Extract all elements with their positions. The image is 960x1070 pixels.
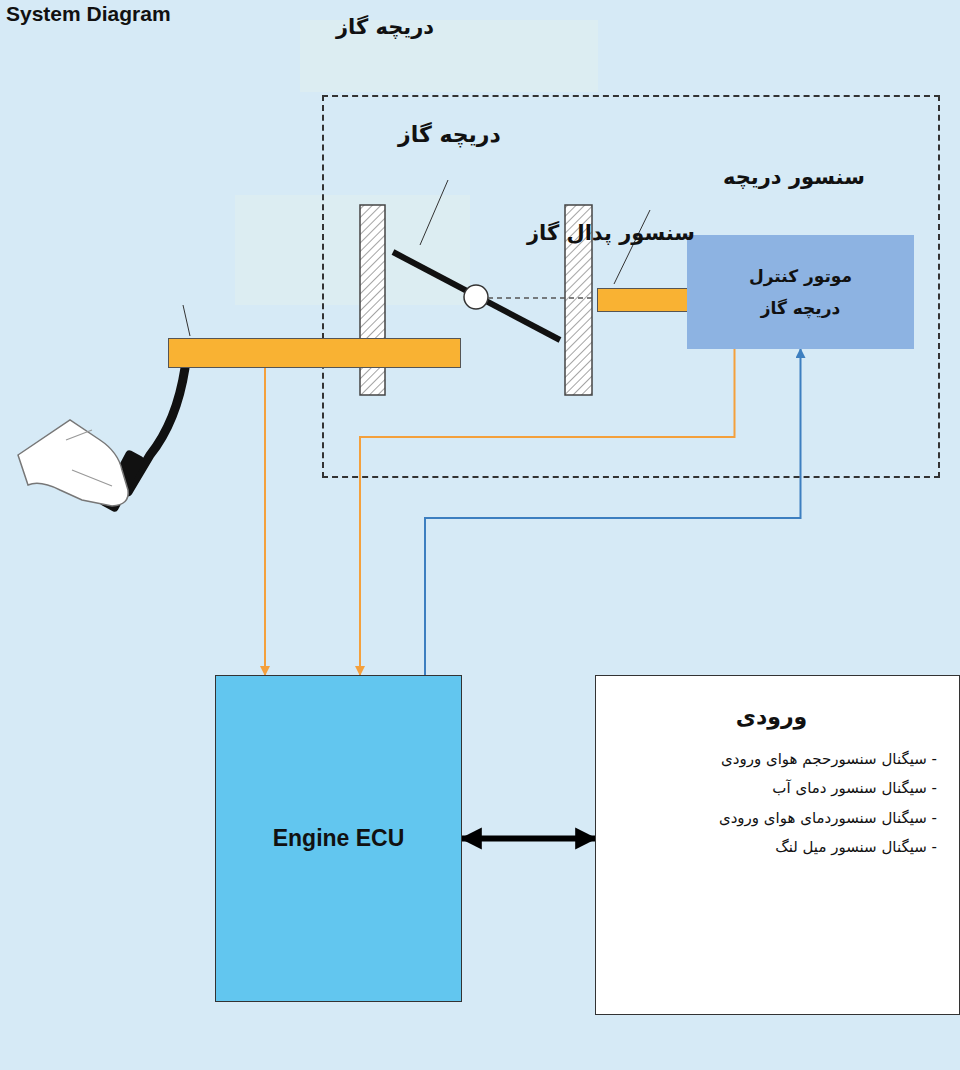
motor-label: موتور کنترل دریچه گاز	[731, 260, 871, 325]
sensor-label: سنسور پدال گاز	[527, 221, 695, 245]
box-heading: ورودی	[606, 704, 937, 729]
signal-connector	[425, 349, 801, 675]
throttle-body-group: دریچه گازسنسور دریچهموتور کنترل دریچه گا…	[322, 95, 940, 478]
leader-line	[614, 210, 650, 284]
input-signal: - سیگنال سنسوردمای هوای ورودی	[606, 804, 937, 833]
leader-line	[420, 180, 448, 245]
foot	[18, 420, 128, 506]
signal-connector	[265, 353, 461, 675]
throttle-sensor: سنسور دریچه	[597, 288, 872, 312]
shaft-line	[625, 297, 685, 299]
pedal-sensor: سنسور پدال گاز	[168, 338, 461, 368]
heading-panel	[300, 20, 598, 92]
input-signal: - سیگنال سنسور دمای آب	[606, 774, 937, 803]
bore-wall	[360, 205, 385, 395]
leader-line	[183, 305, 190, 336]
ecu-box: Engine ECU	[215, 675, 462, 1002]
diagram-title: System Diagram	[6, 2, 171, 26]
part-label: دریچه گاز	[398, 122, 501, 147]
bore-wall	[565, 205, 592, 395]
signal-connector	[462, 836, 595, 842]
input-signal: - سیگنال سنسورحجم هوای ورودی	[606, 745, 937, 774]
input-signal: - سیگنال سنسور میل لنگ	[606, 833, 937, 862]
throttle-motor-box: موتور کنترل دریچه گاز	[687, 235, 914, 349]
throttle-plate	[393, 252, 560, 340]
shaft-line	[488, 297, 595, 299]
throttle-shaft	[464, 285, 488, 309]
signal-connector	[360, 312, 735, 675]
ecu-label: Engine ECU	[273, 825, 405, 852]
sensor-label: سنسور دریچه	[723, 165, 865, 189]
group-heading: دریچه گاز	[336, 15, 434, 39]
shoe-detail	[66, 430, 112, 486]
input-box: ورودی- سیگنال سنسورحجم هوای ورودی- سیگنا…	[595, 675, 960, 1015]
